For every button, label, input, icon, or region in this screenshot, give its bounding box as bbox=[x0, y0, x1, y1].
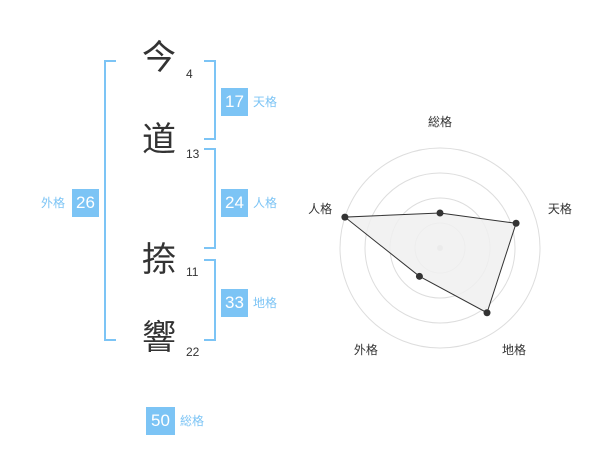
stroke-count-3: 11 bbox=[186, 265, 199, 279]
tenkaku-label: 天格 bbox=[253, 95, 278, 109]
radar-ring bbox=[364, 172, 516, 324]
radar-axis-label-4: 外格 bbox=[354, 342, 378, 357]
chikaku-value-badge: 33 bbox=[221, 289, 248, 317]
jinkaku-label: 人格 bbox=[253, 196, 278, 210]
radar-point-4 bbox=[415, 272, 423, 280]
stroke-count-2: 13 bbox=[186, 147, 200, 161]
tenkaku-bracket bbox=[204, 60, 216, 140]
name-char-4: 響 bbox=[142, 318, 176, 358]
name-char-1: 今 bbox=[142, 38, 176, 78]
radar-point-5 bbox=[341, 213, 349, 221]
tenkaku-value-badge: 17 bbox=[221, 88, 248, 116]
soukaku-label: 総格 bbox=[180, 414, 205, 428]
name-char-3: 捺 bbox=[142, 240, 176, 280]
soukaku-value-badge: 50 bbox=[146, 407, 175, 435]
jinkaku-value-badge: 24 bbox=[221, 189, 248, 217]
radar-point-2 bbox=[512, 219, 520, 227]
gaikaku-value-badge: 26 bbox=[72, 189, 99, 217]
radar-area bbox=[343, 212, 517, 314]
chikaku-label: 地格 bbox=[253, 296, 278, 310]
stroke-count-4: 22 bbox=[186, 345, 200, 359]
gaikaku-bracket bbox=[104, 60, 116, 341]
radar-axis-label-5: 人格 bbox=[308, 201, 332, 216]
stroke-count-1: 4 bbox=[186, 67, 193, 81]
gaikaku-label: 外格 bbox=[41, 196, 66, 210]
radar-axis-label-1: 総格 bbox=[428, 114, 452, 129]
radar-point-3 bbox=[483, 309, 491, 317]
radar-axis-label-2: 天格 bbox=[548, 201, 572, 216]
radar-axis-label-3: 地格 bbox=[502, 342, 526, 357]
chikaku-bracket bbox=[204, 259, 216, 341]
radar-ring bbox=[339, 147, 541, 349]
name-char-2: 道 bbox=[142, 120, 176, 160]
jinkaku-bracket bbox=[204, 148, 216, 249]
radar-point-1 bbox=[436, 209, 444, 217]
